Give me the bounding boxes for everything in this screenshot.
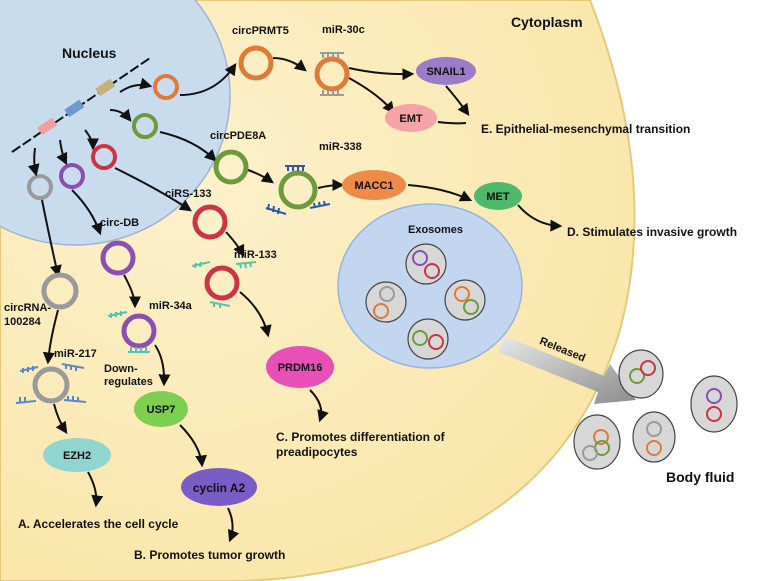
prdm16-label: PRDM16	[278, 362, 323, 374]
met-node	[474, 182, 522, 210]
nuclear-arrows	[27, 77, 153, 177]
mir133-label: miR-133	[234, 249, 277, 261]
prdm16-node	[266, 346, 334, 388]
cyclina2-node	[181, 468, 257, 506]
body-fluid-label: Body fluid	[666, 469, 734, 485]
circdb-ring	[100, 240, 136, 276]
macc1-node	[342, 170, 406, 200]
exosome-vesicle	[337, 203, 523, 369]
mir133-complex	[191, 261, 257, 308]
nucleus-label: Nucleus	[62, 45, 117, 61]
cirs133-ring	[192, 204, 228, 240]
exosomes-label: Exosomes	[408, 224, 463, 236]
mir217-label: miR-217	[54, 348, 97, 360]
body-fluid-particles	[573, 349, 738, 470]
downregulates-line1: Down-	[104, 363, 138, 375]
circprmt5-label: circPRMT5	[232, 25, 289, 37]
outcome-b: B. Promotes tumor growth	[134, 548, 285, 562]
mir338-label: miR-338	[319, 141, 362, 153]
circpde8a-label: circPDE8A	[210, 130, 266, 142]
outcome-d: D. Stimulates invasive growth	[567, 225, 737, 239]
outcome-a: A. Accelerates the cell cycle	[18, 517, 179, 531]
macc1-label: MACC1	[354, 180, 393, 192]
circrna100284-ring	[41, 272, 79, 310]
outcome-e: E. Epithelial-mesenchymal transition	[481, 122, 690, 136]
emt-node	[385, 104, 437, 132]
mir217-complex	[15, 363, 87, 404]
outcome-c-line1: C. Promotes differentiation of	[276, 430, 446, 444]
downregulates-line2: regulates	[104, 376, 153, 388]
ezh2-node	[43, 438, 111, 472]
mir34a-label: miR-34a	[149, 300, 193, 312]
exosome-particles	[365, 243, 486, 360]
circdb-label: circ-DB	[100, 217, 139, 229]
snail1-label: SNAIL1	[426, 66, 465, 78]
usp7-node	[134, 391, 188, 427]
cyclina2-label: cyclin A2	[193, 481, 246, 495]
usp7-label: USP7	[147, 404, 176, 416]
cirs133-label: ciRS-133	[165, 188, 211, 200]
mir30c-complex	[314, 52, 350, 96]
circprmt5-ring	[238, 45, 274, 81]
snail1-node	[416, 57, 476, 85]
outcome-c-line2: preadipocytes	[276, 445, 358, 459]
released-arrow	[498, 336, 636, 404]
met-label: MET	[486, 191, 510, 203]
mir338-complex	[265, 165, 331, 215]
emt-label: EMT	[399, 113, 423, 125]
dna-strand-icon	[11, 57, 151, 153]
circrna100284-label-line2: 100284	[4, 316, 42, 328]
nuclear-circrna-group	[27, 74, 179, 200]
ezh2-label: EZH2	[63, 450, 91, 462]
nucleus-region	[0, 0, 231, 246]
mir30c-label: miR-30c	[322, 24, 365, 36]
mir34a-complex	[107, 311, 157, 353]
cytoplasm-label: Cytoplasm	[511, 14, 583, 30]
circpde8a-ring	[213, 149, 249, 185]
circrna100284-label-line1: circRNA-	[4, 302, 51, 314]
